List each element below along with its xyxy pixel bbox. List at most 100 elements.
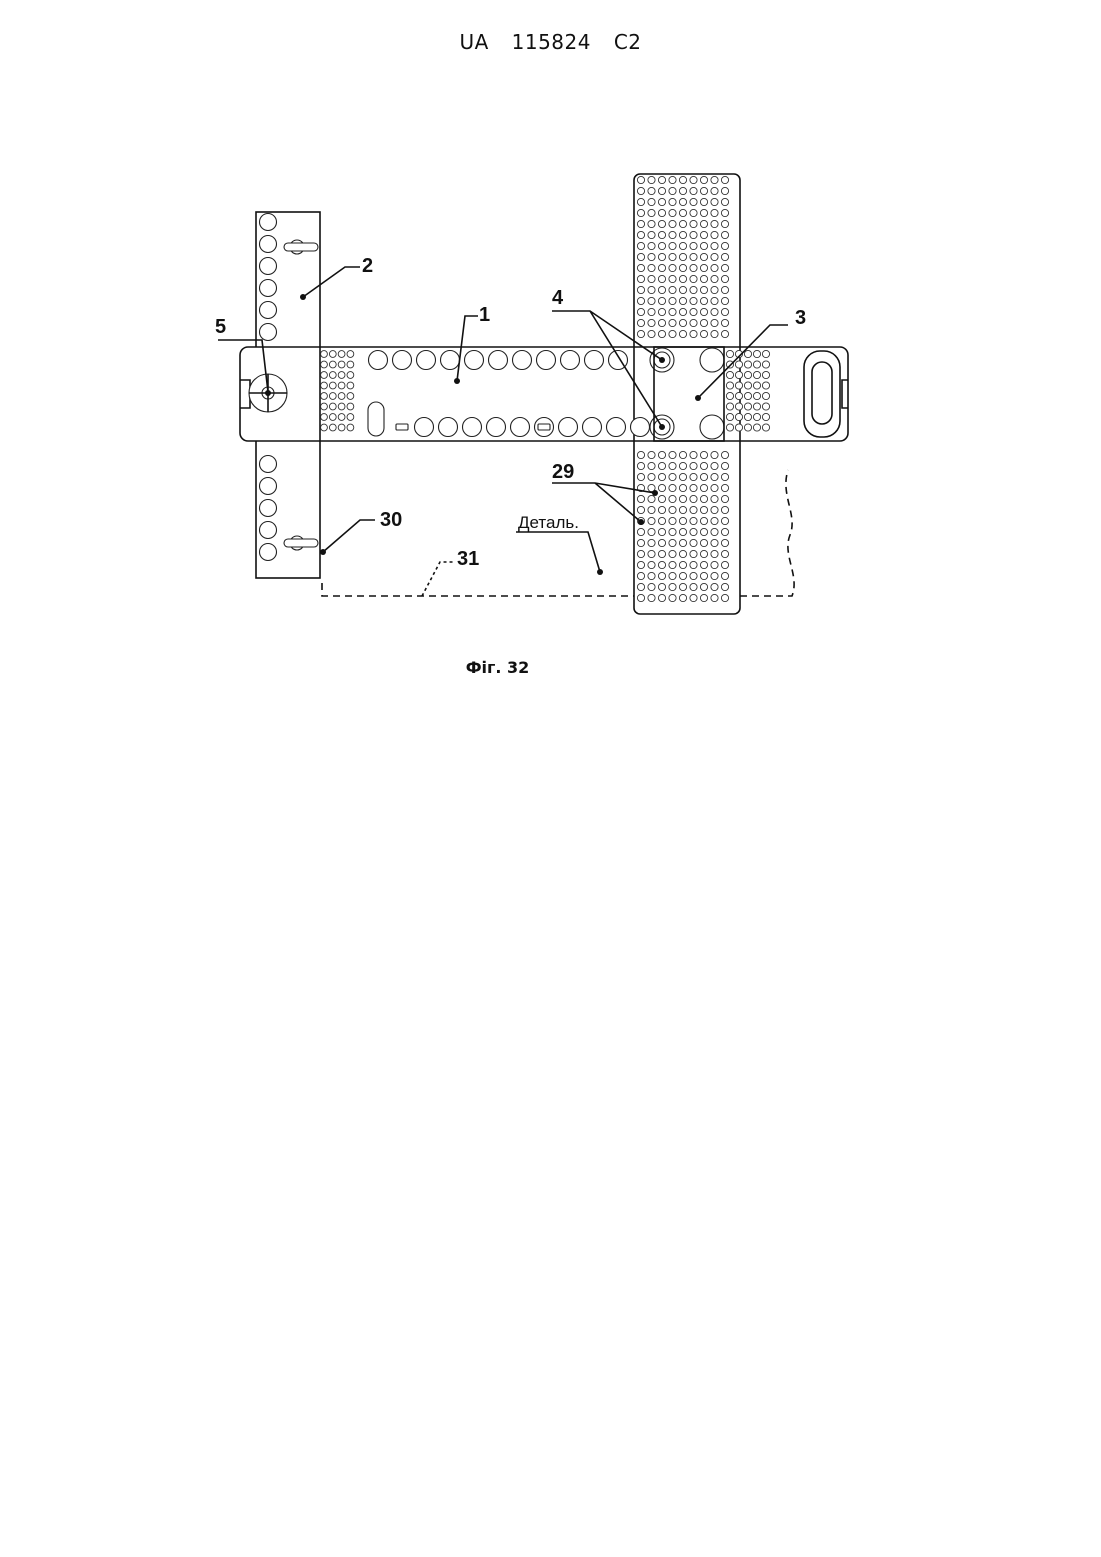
perforation-hole bbox=[669, 506, 676, 513]
label-part-29: 29 bbox=[552, 461, 574, 483]
perforation-hole bbox=[700, 539, 707, 546]
perforation-hole bbox=[658, 495, 665, 502]
label-part-5: 5 bbox=[215, 316, 226, 338]
perforation-hole bbox=[762, 424, 769, 431]
perforation-hole bbox=[417, 351, 436, 370]
perforation-hole bbox=[700, 242, 707, 249]
perforation-hole bbox=[658, 583, 665, 590]
perforation-hole bbox=[648, 517, 655, 524]
perforation-hole bbox=[700, 484, 707, 491]
perforation-hole bbox=[658, 484, 665, 491]
perforation-hole bbox=[753, 403, 760, 410]
perforation-hole bbox=[721, 231, 728, 238]
perforation-hole bbox=[648, 473, 655, 480]
perforation-hole bbox=[658, 231, 665, 238]
perforation-hole bbox=[658, 242, 665, 249]
perforation-hole bbox=[648, 209, 655, 216]
perforation-hole bbox=[700, 583, 707, 590]
perforation-hole bbox=[721, 330, 728, 337]
perforation-hole bbox=[735, 392, 742, 399]
perforation-hole bbox=[700, 264, 707, 271]
perforation-hole bbox=[679, 308, 686, 315]
perforation-hole bbox=[393, 351, 412, 370]
perforation-hole bbox=[648, 572, 655, 579]
perforation-hole bbox=[658, 539, 665, 546]
perforation-hole bbox=[690, 572, 697, 579]
perforation-hole bbox=[721, 594, 728, 601]
keyhole-slot-lower bbox=[284, 536, 318, 550]
perforation-hole bbox=[648, 550, 655, 557]
perforation-hole bbox=[700, 473, 707, 480]
perforation-hole bbox=[669, 231, 676, 238]
perforation-hole bbox=[441, 351, 460, 370]
perforation-hole bbox=[260, 456, 277, 473]
perforation-hole bbox=[721, 473, 728, 480]
perforation-hole bbox=[648, 275, 655, 282]
perforation-hole bbox=[637, 275, 644, 282]
perforation-hole bbox=[700, 176, 707, 183]
perforation-hole bbox=[637, 583, 644, 590]
perforation-hole bbox=[637, 253, 644, 260]
perforation-hole bbox=[700, 286, 707, 293]
perforation-hole bbox=[669, 319, 676, 326]
perforation-hole bbox=[679, 561, 686, 568]
perforation-hole bbox=[648, 561, 655, 568]
perforation-hole bbox=[347, 351, 354, 358]
perforation-hole bbox=[753, 413, 760, 420]
perforation-hole bbox=[690, 242, 697, 249]
perforation-hole bbox=[721, 308, 728, 315]
perforation-hole bbox=[329, 424, 336, 431]
perforation-hole bbox=[658, 253, 665, 260]
perforation-hole bbox=[637, 550, 644, 557]
perforation-hole bbox=[637, 297, 644, 304]
perforation-hole bbox=[669, 550, 676, 557]
perforation-hole bbox=[726, 382, 733, 389]
perforation-hole bbox=[658, 308, 665, 315]
perforation-hole bbox=[679, 176, 686, 183]
perforation-hole bbox=[679, 264, 686, 271]
perforation-hole bbox=[679, 517, 686, 524]
perforation-hole bbox=[637, 572, 644, 579]
perforation-hole bbox=[585, 351, 604, 370]
perforation-hole bbox=[648, 462, 655, 469]
perforation-hole bbox=[658, 187, 665, 194]
perforation-hole bbox=[648, 286, 655, 293]
perforation-hole bbox=[369, 351, 388, 370]
perforation-hole bbox=[669, 209, 676, 216]
perforation-hole bbox=[658, 330, 665, 337]
perforation-hole bbox=[637, 319, 644, 326]
perforation-hole bbox=[669, 275, 676, 282]
perforation-hole bbox=[690, 209, 697, 216]
perforation-hole bbox=[711, 539, 718, 546]
perforation-hole bbox=[321, 403, 328, 410]
perforation-hole bbox=[744, 403, 751, 410]
perforation-hole bbox=[744, 424, 751, 431]
perforation-hole bbox=[669, 297, 676, 304]
perforation-hole bbox=[669, 286, 676, 293]
perforation-hole bbox=[658, 462, 665, 469]
perforation-hole bbox=[690, 517, 697, 524]
label-part-31: 31 bbox=[457, 548, 479, 570]
perforation-hole bbox=[762, 413, 769, 420]
perforation-hole bbox=[669, 539, 676, 546]
perforation-hole bbox=[648, 330, 655, 337]
label-part-4: 4 bbox=[552, 287, 564, 309]
perforation-hole bbox=[648, 264, 655, 271]
perforation-hole bbox=[658, 572, 665, 579]
perforation-hole bbox=[711, 286, 718, 293]
perforation-hole bbox=[690, 330, 697, 337]
perforation-hole bbox=[726, 371, 733, 378]
perforation-hole bbox=[744, 361, 751, 368]
perforation-hole bbox=[679, 572, 686, 579]
perforation-hole bbox=[631, 418, 650, 437]
perforation-hole bbox=[321, 393, 328, 400]
perforation-hole bbox=[721, 209, 728, 216]
perforation-hole bbox=[669, 264, 676, 271]
perforation-hole bbox=[711, 187, 718, 194]
perforation-hole bbox=[711, 176, 718, 183]
perforation-hole bbox=[321, 382, 328, 389]
perforation-hole bbox=[669, 473, 676, 480]
perforation-hole bbox=[321, 372, 328, 379]
perforation-hole bbox=[679, 473, 686, 480]
perforation-hole bbox=[700, 506, 707, 513]
